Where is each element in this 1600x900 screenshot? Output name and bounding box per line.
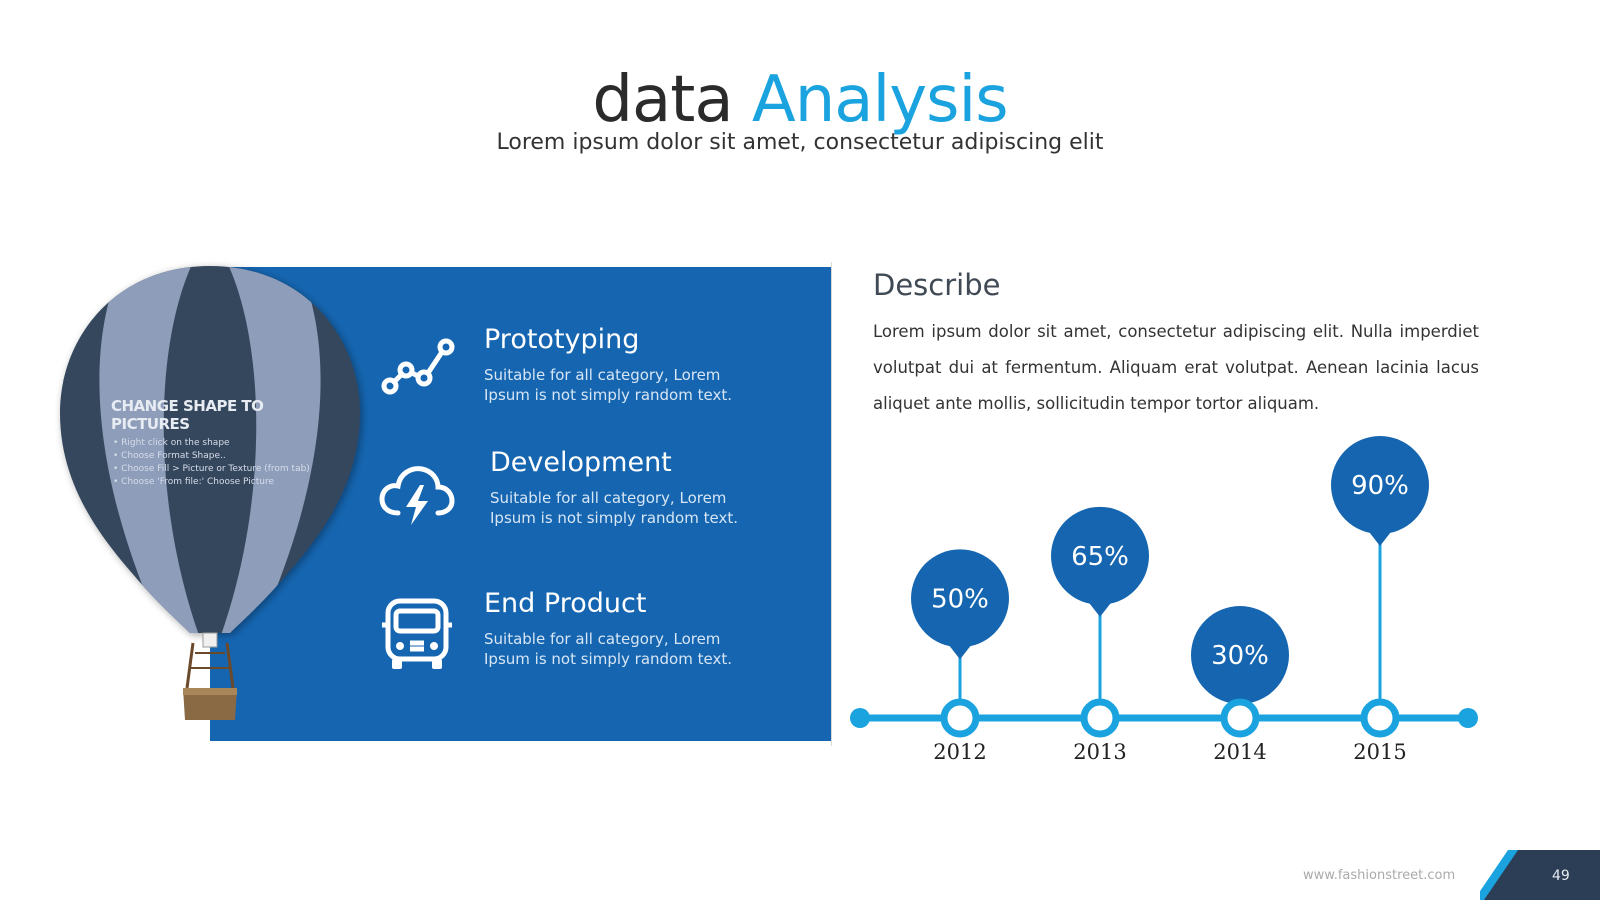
feature-desc-development: Suitable for all category, Lorem Ipsum i… xyxy=(490,489,738,527)
title-accent-word: Analysis xyxy=(751,63,1009,137)
pin-head xyxy=(1331,436,1429,534)
feature-desc-end-product: Suitable for all category, Lorem Ipsum i… xyxy=(484,630,732,668)
page-number: 49 xyxy=(1552,868,1570,884)
describe-heading: Describe xyxy=(873,268,1001,302)
value-label: 50% xyxy=(931,584,989,614)
year-marker xyxy=(940,698,980,738)
timeline-chart: 50% 2012 65% 2013 30% 2014 90% 2015 xyxy=(850,436,1478,764)
placeholder-step: • Choose Fill > Picture or Texture (from… xyxy=(113,464,310,474)
year-label: 2013 xyxy=(1073,740,1126,764)
shape-placeholder-note: CHANGE SHAPE TO PICTURES • Right click o… xyxy=(111,397,341,489)
year-marker xyxy=(1220,698,1260,738)
balloon-basket xyxy=(183,688,237,720)
hot-air-balloon-image xyxy=(60,266,360,720)
value-label: 30% xyxy=(1211,641,1269,671)
placeholder-title: CHANGE SHAPE TO PICTURES xyxy=(111,397,264,433)
year-label: 2014 xyxy=(1213,740,1266,764)
footer-url: www.fashionstreet.com xyxy=(1303,868,1456,883)
chart-line-icon xyxy=(381,338,455,395)
pin-head xyxy=(1191,606,1289,704)
year-label: 2012 xyxy=(933,740,986,764)
year-label: 2015 xyxy=(1353,740,1406,764)
title-dark-word: data xyxy=(592,63,733,137)
year-marker xyxy=(1360,698,1400,738)
footer-corner-shape xyxy=(1480,850,1600,900)
feature-title-prototyping: Prototyping xyxy=(484,324,640,355)
timeline-start-dot xyxy=(850,708,870,728)
placeholder-step: • Choose Format Shape.. xyxy=(113,451,226,461)
placeholder-step: • Right click on the shape xyxy=(113,438,230,448)
cloud-lightning-icon xyxy=(379,466,455,525)
page-subtitle: Lorem ipsum dolor sit amet, consectetur … xyxy=(496,130,1104,155)
placeholder-step: • Choose 'From file:' Choose Picture xyxy=(113,477,275,487)
feature-desc-prototyping: Suitable for all category, Lorem Ipsum i… xyxy=(484,366,732,404)
feature-title-development: Development xyxy=(490,447,672,478)
value-label: 65% xyxy=(1071,542,1129,572)
year-marker xyxy=(1080,698,1120,738)
page-title: data Analysis xyxy=(0,58,1600,142)
pin-head xyxy=(1051,506,1149,605)
balloon-burner xyxy=(202,632,218,648)
timeline-end-dot xyxy=(1458,708,1478,728)
panel-divider xyxy=(831,262,832,746)
feature-title-end-product: End Product xyxy=(484,588,647,619)
value-label: 90% xyxy=(1351,471,1409,501)
describe-paragraph: Lorem ipsum dolor sit amet, consectetur … xyxy=(873,322,1479,413)
pin-head xyxy=(911,549,1009,648)
truck-icon xyxy=(382,598,452,669)
